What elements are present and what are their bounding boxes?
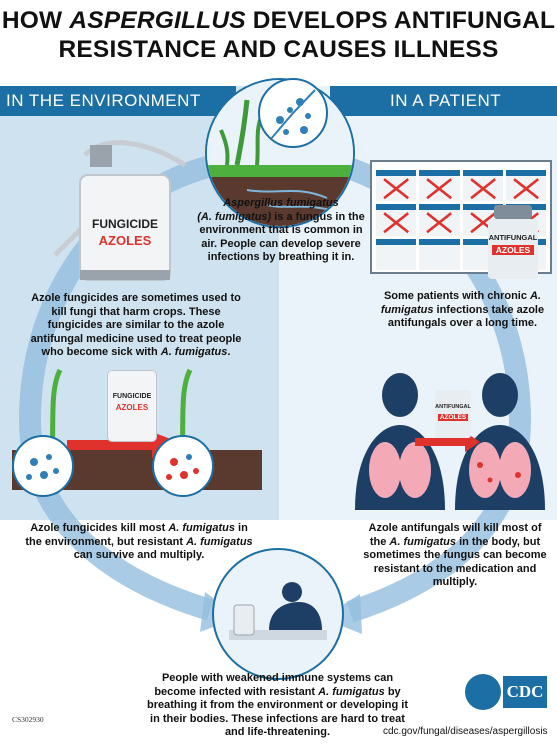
page-title: HOW ASPERGILLUS DEVELOPS ANTIFUNGAL RESI…	[1, 7, 556, 63]
calendar-cross-mark	[383, 212, 409, 234]
right-patient-text: Some patients with chronic A. fumigatus …	[380, 290, 545, 329]
calendar-month-cell: October	[419, 238, 460, 270]
hhs-eagle-icon	[465, 674, 501, 710]
small-bottle-label-1: ANTIFUNGAL	[435, 404, 471, 410]
sprayer-label-1: FUNGICIDE	[92, 217, 158, 231]
small-antifungal-bottle: ANTIFUNGAL AZOLES	[435, 390, 471, 438]
section-header-environment: IN THE ENVIRONMENT	[0, 86, 236, 116]
cdc-logo-text: CDC	[503, 676, 547, 708]
left-fungicide-text: Azole fungicides are sometimes used to k…	[30, 292, 242, 358]
calendar-month-cell: September	[376, 238, 417, 270]
calendar-cross-mark	[426, 178, 453, 200]
cdc-logo: CDC	[465, 672, 549, 712]
calendar-cross-mark	[383, 178, 409, 200]
cdc-url-link[interactable]: cdc.gov/fungal/diseases/aspergillosis	[383, 726, 548, 737]
center-description: Aspergillus fumigatus(A. fumigatus) is a…	[197, 197, 365, 263]
sprayer-label-2: AZOLES	[98, 233, 152, 248]
small-sprayer-label-2: AZOLES	[115, 403, 149, 412]
antifungal-bottle-illustration: ANTIFUNGAL AZOLES	[486, 205, 540, 280]
calendar-month-label: September	[383, 238, 409, 245]
fungus-closeup-icon	[258, 78, 328, 148]
patient-lungs-illustration: ANTIFUNGAL AZOLES	[340, 370, 550, 510]
calendar-cross-mark	[513, 178, 539, 200]
fungus-before-icon	[12, 435, 74, 497]
fungus-resistant-icon	[152, 435, 214, 497]
fungicide-sprayer-illustration: FUNGICIDE AZOLES	[45, 135, 195, 285]
calendar-cross-mark	[469, 178, 496, 200]
right-resistance-text: Azole antifungals will kill most of the …	[363, 522, 547, 588]
calendar-month-cell: May	[376, 204, 417, 236]
small-sprayer-label-1: FUNGICIDE	[112, 393, 152, 400]
calendar-month-cell: April	[505, 170, 546, 202]
crops-field-illustration: FUNGICIDE AZOLES	[12, 360, 262, 510]
left-resistance-text: Azole fungicides kill most A. fumigatus …	[25, 522, 253, 561]
small-bottle-label-2: AZOLES	[438, 414, 468, 421]
calendar-month-cell: June	[419, 204, 460, 236]
small-sprayer: FUNGICIDE AZOLES	[107, 370, 157, 442]
calendar-month-label: October	[430, 238, 449, 245]
bottom-conclusion-text: People with weakened immune systems can …	[147, 672, 408, 738]
calendar-month-cell: March	[462, 170, 503, 202]
bottle-label-1: ANTIFUNGAL	[488, 233, 538, 242]
document-code: CS302930	[12, 715, 44, 724]
calendar-month-cell: January	[376, 170, 417, 202]
section-header-patient: IN A PATIENT	[330, 86, 557, 116]
bottle-label-2: AZOLES	[492, 245, 534, 255]
hospital-patient-illustration	[212, 548, 344, 680]
calendar-month-cell: February	[419, 170, 460, 202]
calendar-cross-mark	[426, 212, 453, 234]
